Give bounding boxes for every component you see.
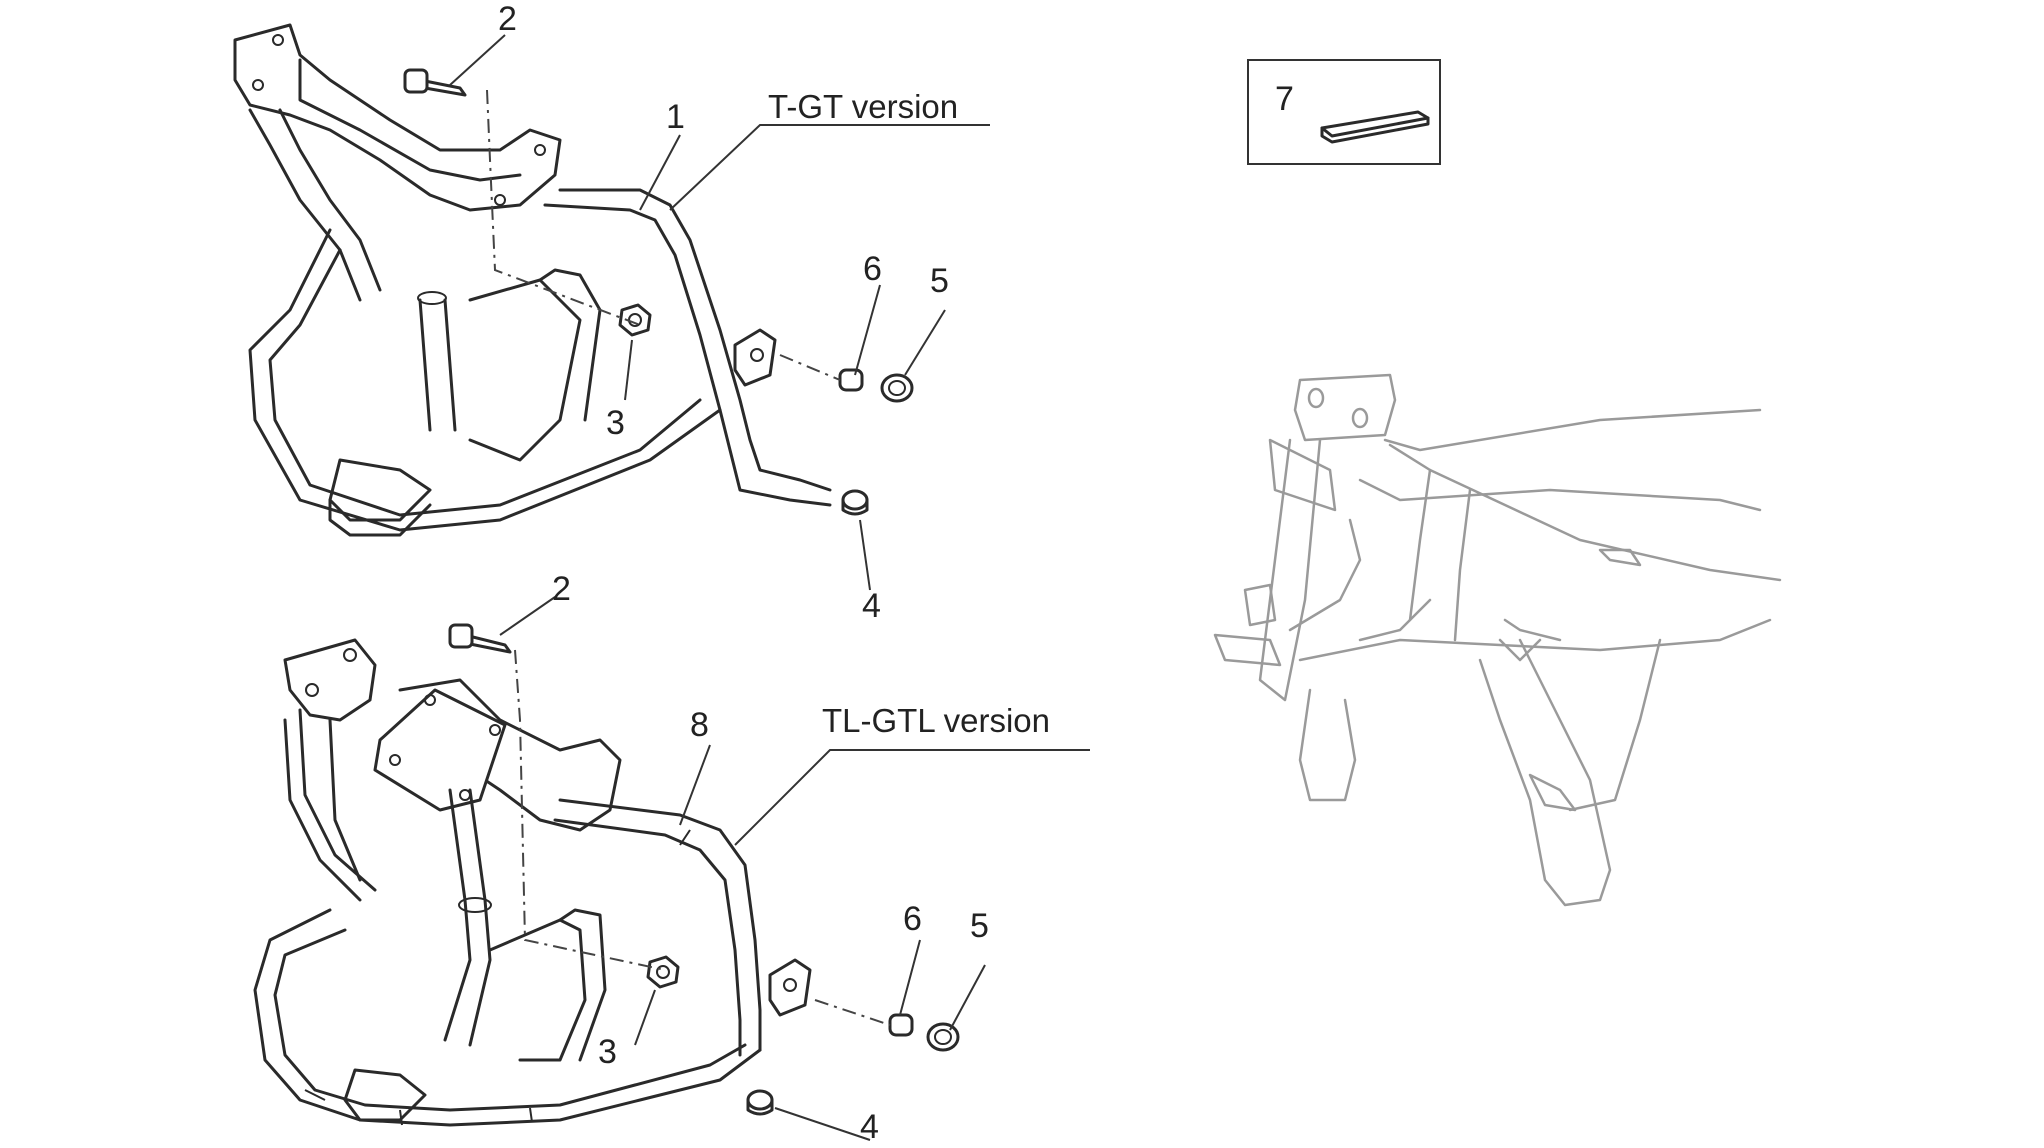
callout-top-1: 1 — [666, 98, 685, 136]
callout-kit-7: 7 — [1275, 80, 1294, 118]
nut-4-bottom — [746, 1089, 774, 1116]
callout-bottom-5: 5 — [970, 907, 989, 945]
version-label-bottom: TL-GTL version — [822, 702, 1050, 739]
nut-3-top — [618, 303, 652, 337]
bolt-2-top — [403, 68, 467, 97]
nut-4-top — [841, 489, 869, 516]
callout-top-4: 4 — [862, 587, 881, 625]
frame-bottom-assembly — [253, 638, 812, 1127]
version-label-top: T-GT version — [768, 88, 958, 125]
cap-5-bottom — [926, 1022, 960, 1052]
callout-top-3: 3 — [606, 404, 625, 442]
kit-box — [1247, 59, 1441, 165]
motorcycle-frame-outline-icon — [1213, 373, 1782, 907]
callout-bottom-3: 3 — [598, 1033, 617, 1071]
callout-top-2: 2 — [498, 0, 517, 38]
callout-top-5: 5 — [930, 262, 949, 300]
callout-bottom-2: 2 — [552, 570, 571, 608]
callout-top-6: 6 — [863, 250, 882, 288]
frame-top-assembly — [233, 23, 832, 537]
callout-bottom-4: 4 — [860, 1108, 879, 1143]
nut-3-bottom — [646, 955, 680, 989]
bolt-2-bottom — [448, 623, 512, 654]
spacer-6-top — [838, 368, 864, 392]
callout-bottom-6: 6 — [903, 900, 922, 938]
pad-strip-icon — [1320, 110, 1430, 144]
cap-5-top — [880, 373, 914, 403]
spacer-6-bottom — [888, 1013, 914, 1037]
callout-bottom-8: 8 — [690, 706, 709, 744]
